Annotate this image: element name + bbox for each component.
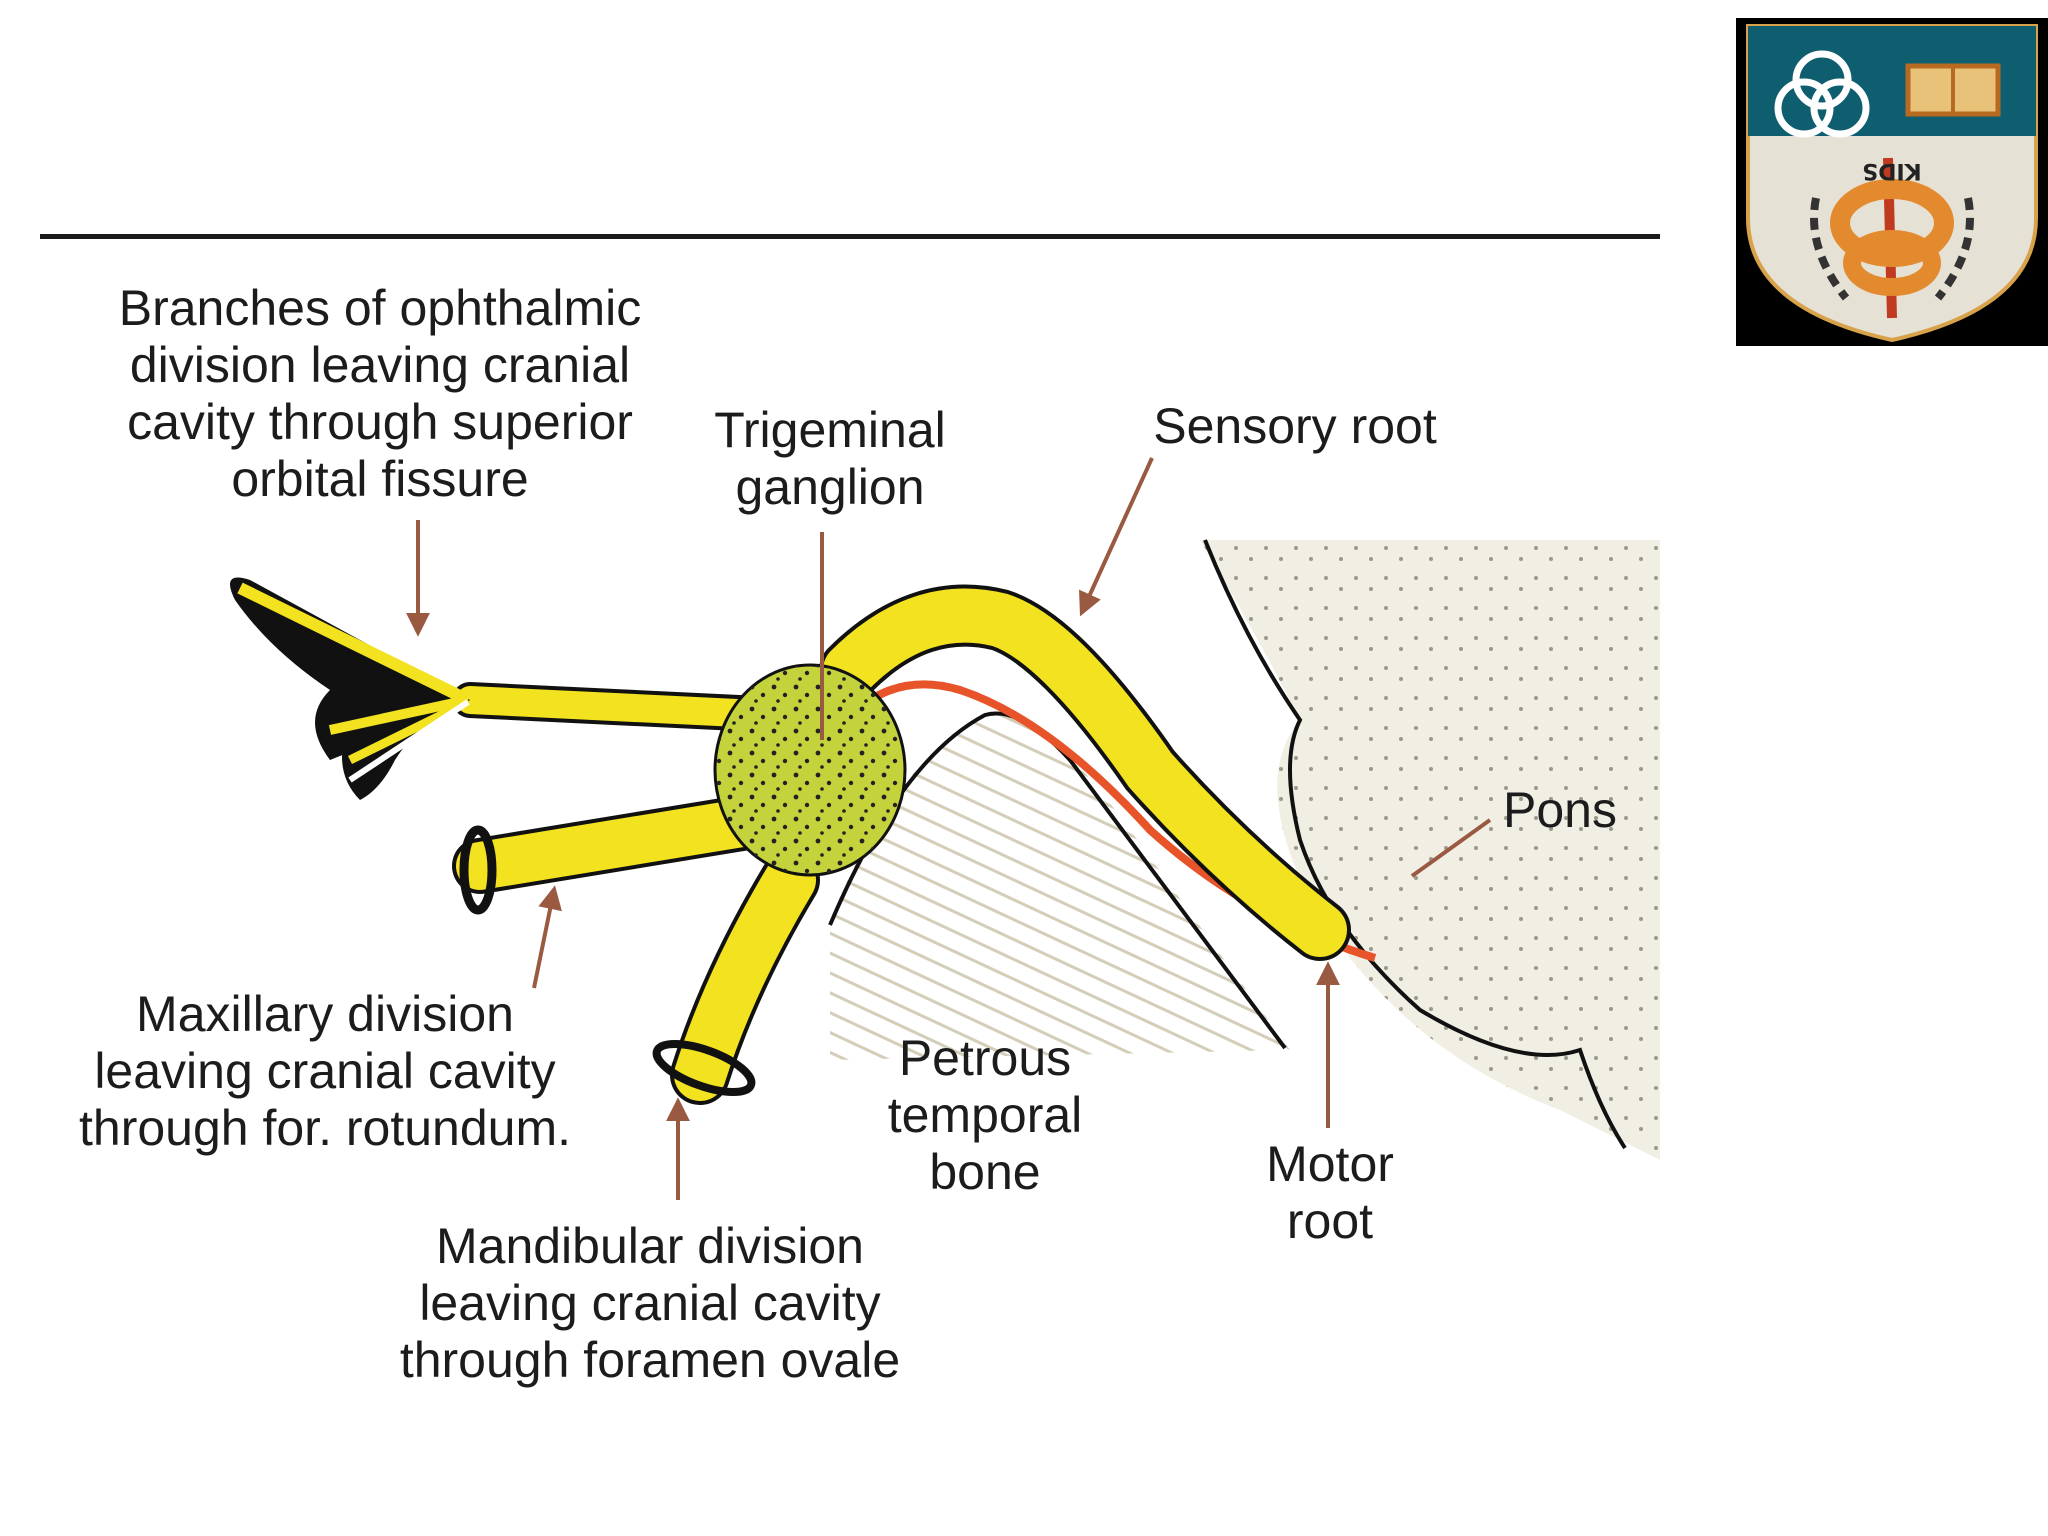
label-trigeminal-ganglion: Trigeminal ganglion bbox=[714, 402, 946, 515]
logo-emblem bbox=[1746, 24, 2038, 343]
nerve-trunks bbox=[452, 584, 1351, 1105]
label-mandibular-division: Mandibular division leaving cranial cavi… bbox=[399, 1218, 901, 1388]
label-pons: Pons bbox=[1503, 782, 1617, 838]
foramen-rotundum bbox=[459, 825, 497, 915]
label-petrous-temporal-bone: Petrous temporal bone bbox=[887, 1030, 1083, 1200]
petrous-bone-region bbox=[830, 714, 1290, 1060]
label-sensory-root: Sensory root bbox=[1153, 398, 1437, 454]
label-ophthalmic-division: Branches of ophthalmic division leaving … bbox=[118, 280, 642, 507]
pointer-arrows bbox=[406, 457, 1492, 1200]
foramen-ovale bbox=[652, 1039, 756, 1097]
header-rule bbox=[40, 234, 1660, 239]
label-maxillary-division: Maxillary division leaving cranial cavit… bbox=[79, 986, 571, 1156]
institution-logo: KIDS bbox=[1736, 18, 2048, 346]
label-motor-root: Motor root bbox=[1266, 1136, 1394, 1249]
